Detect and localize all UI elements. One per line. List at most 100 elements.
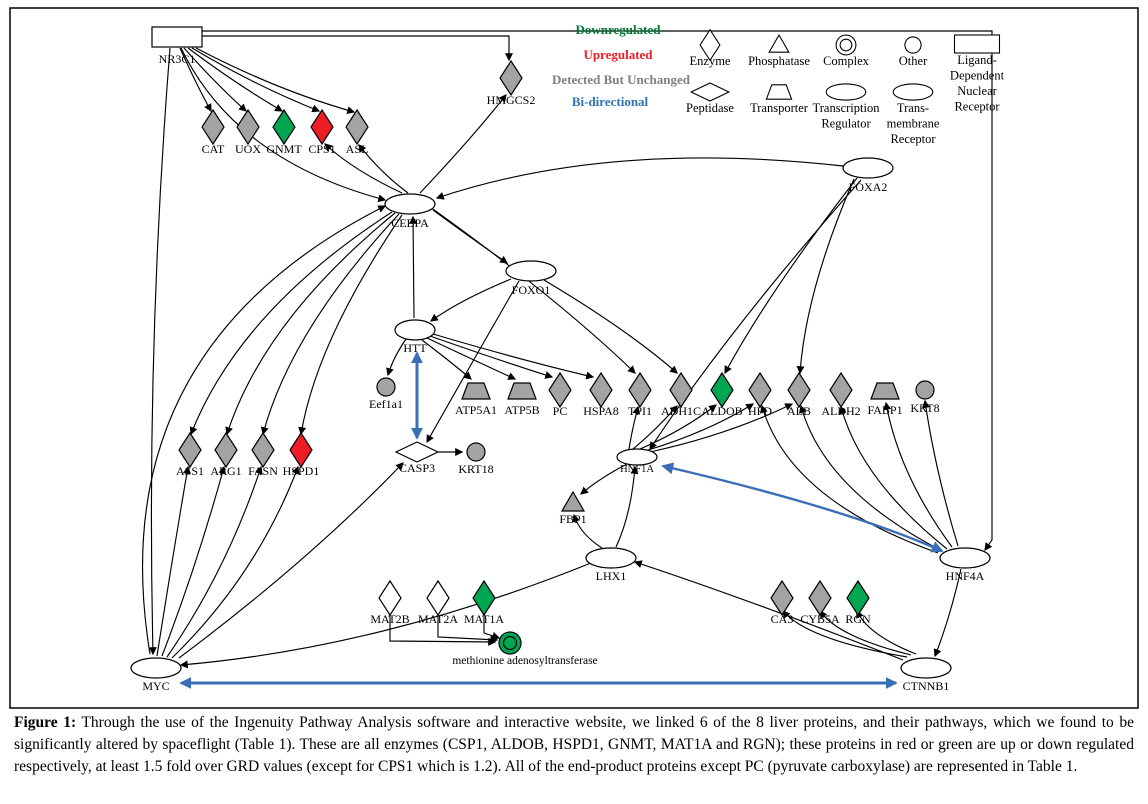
edge-LHX1-MYC	[179, 562, 592, 669]
edge-HNF4A-CTNNB1	[933, 568, 962, 658]
edge-HNF1A-ADH1C	[632, 405, 678, 450]
node-FASN[interactable]: FASN	[248, 431, 278, 478]
edge-NR3C1-ASL	[195, 47, 356, 115]
edge-HNF4A-KRT8	[922, 399, 959, 547]
edge-HNF1A-HNF4A	[661, 462, 944, 553]
node-label-ALDH2: ALDH2	[821, 404, 860, 418]
edge-FOXA2-HNF1A	[649, 179, 862, 451]
node-HNF1A[interactable]: HNF1A	[616, 448, 658, 475]
node-label-ADH1C: ADH1C	[661, 404, 701, 418]
legend-shape-label: Trans-	[897, 101, 929, 115]
node-FOXO1[interactable]: FOXO1	[505, 260, 557, 297]
node-PC[interactable]: PC	[548, 371, 572, 418]
node-CYB5A[interactable]: CYB5A	[800, 579, 840, 626]
node-ASS1[interactable]: ASS1	[176, 431, 204, 478]
node-GNMT[interactable]: GNMT	[266, 108, 302, 156]
edge-LHX1-FBP1	[572, 513, 603, 549]
node-HNF4A[interactable]: HNF4A	[939, 547, 991, 583]
node-label-CEBPA: CEBPA	[391, 216, 429, 230]
node-MAT2A[interactable]: MAT2A	[418, 579, 458, 626]
edge-MAT1A-MATcomplex	[483, 612, 501, 640]
node-label-HNF4A: HNF4A	[946, 569, 985, 583]
node-Eef1a1[interactable]: Eef1a1	[369, 377, 403, 411]
edge-FOXA2-ALB	[796, 178, 855, 375]
legend-shape-enzyme	[699, 28, 721, 62]
node-label-RGN: RGN	[845, 612, 871, 626]
edge-FOXO1-ADH1C	[543, 279, 678, 374]
legend-shape-label: Nuclear	[957, 84, 997, 98]
figure-caption-text: Through the use of the Ingenuity Pathway…	[14, 714, 1134, 775]
node-label-FOXA2: FOXA2	[849, 180, 888, 194]
node-KRT8[interactable]: KRT8	[910, 380, 940, 415]
node-HSPD1[interactable]: HSPD1	[283, 431, 320, 478]
node-ASL[interactable]: ASL	[345, 108, 369, 156]
node-ATP5A1[interactable]: ATP5A1	[455, 382, 497, 417]
node-label-FBP1: FBP1	[559, 512, 586, 526]
edge-NR3C1-MYC	[148, 47, 171, 656]
node-CPS1[interactable]: CPS1	[308, 108, 336, 156]
node-FOXA2[interactable]: FOXA2	[842, 157, 894, 194]
edge-CTNNB1-CA3	[782, 610, 908, 658]
node-label-HSPD1: HSPD1	[283, 464, 320, 478]
legend-shape-peptidase	[689, 82, 731, 102]
node-label-HNF1A: HNF1A	[620, 464, 654, 475]
node-ADH1C[interactable]: ADH1C	[661, 371, 701, 418]
node-LHX1[interactable]: LHX1	[585, 547, 637, 583]
edge-MYC-ARG1	[161, 465, 227, 657]
node-ATP5B[interactable]: ATP5B	[504, 382, 540, 417]
edge-CEBPA-ASL	[358, 144, 409, 194]
node-label-ATP5B: ATP5B	[504, 403, 539, 417]
node-label-KRT8: KRT8	[910, 401, 939, 415]
node-CA3[interactable]: CA3	[770, 579, 794, 626]
node-ARG1[interactable]: ARG1	[210, 431, 242, 478]
node-ALDH2[interactable]: ALDH2	[821, 371, 861, 418]
node-label-Eef1a1: Eef1a1	[369, 397, 403, 411]
legend-shape-label: Enzyme	[690, 54, 731, 68]
node-MYC[interactable]: MYC	[130, 657, 182, 693]
node-label-CAT: CAT	[202, 142, 225, 156]
edge-NR3C1-CPS1	[191, 47, 321, 113]
node-CASP3[interactable]: CASP3	[394, 441, 440, 475]
edge-HTT-ATP5A1	[421, 339, 472, 380]
figure-caption: Figure 1: Through the use of the Ingenui…	[14, 712, 1134, 778]
node-label-HTT: HTT	[403, 341, 427, 355]
legend-shape-trans	[892, 83, 934, 101]
node-ALDOB[interactable]: ALDOB	[701, 371, 743, 418]
node-CAT[interactable]: CAT	[201, 108, 225, 156]
node-TPI1[interactable]: TPI1	[628, 371, 652, 418]
node-ALB[interactable]: ALB	[787, 371, 811, 418]
node-FABP1[interactable]: FABP1	[867, 382, 903, 417]
edge-HTT-Eef1a1	[386, 338, 407, 377]
node-HTT[interactable]: HTT	[394, 319, 436, 355]
node-RGN[interactable]: RGN	[845, 579, 871, 626]
node-label-LHX1: LHX1	[596, 569, 627, 583]
node-FBP1[interactable]: FBP1	[559, 490, 587, 526]
edge-HNF4A-ALDH2	[838, 405, 948, 550]
node-label-MAT1A: MAT1A	[464, 612, 504, 626]
node-UOX[interactable]: UOX	[235, 108, 261, 156]
figure-caption-label: Figure 1:	[14, 714, 77, 731]
node-HMGCS2[interactable]: HMGCS2	[487, 59, 536, 107]
node-label-MATcomplex: methionine adenosyltransferase	[452, 655, 597, 667]
node-HPD[interactable]: HPD	[748, 371, 772, 418]
legend-shape-label: Regulator	[821, 117, 871, 131]
edge-CEBPA-TPI1	[429, 206, 636, 374]
node-label-CPS1: CPS1	[308, 142, 335, 156]
node-NR3C1[interactable]: NR3C1	[151, 26, 203, 66]
node-KRT18[interactable]: KRT18	[458, 442, 494, 476]
node-MAT1A[interactable]: MAT1A	[464, 579, 504, 626]
node-MAT2B[interactable]: MAT2B	[370, 579, 410, 626]
node-label-FOXO1: FOXO1	[512, 283, 551, 297]
node-label-CYB5A: CYB5A	[800, 612, 840, 626]
node-CEBPA[interactable]: CEBPA	[384, 193, 436, 230]
node-MATcomplex[interactable]: methionine adenosyltransferase	[452, 631, 598, 667]
legend-status-0: Downregulated	[576, 22, 662, 37]
node-CTNNB1[interactable]: CTNNB1	[900, 657, 952, 693]
node-HSPA8[interactable]: HSPA8	[583, 371, 619, 418]
edge-CEBPA-CPS1	[324, 143, 403, 194]
node-label-FABP1: FABP1	[867, 403, 902, 417]
edge-CEBPA-HMGCS2	[419, 94, 507, 194]
edge-HNF1A-HPD	[644, 403, 755, 452]
